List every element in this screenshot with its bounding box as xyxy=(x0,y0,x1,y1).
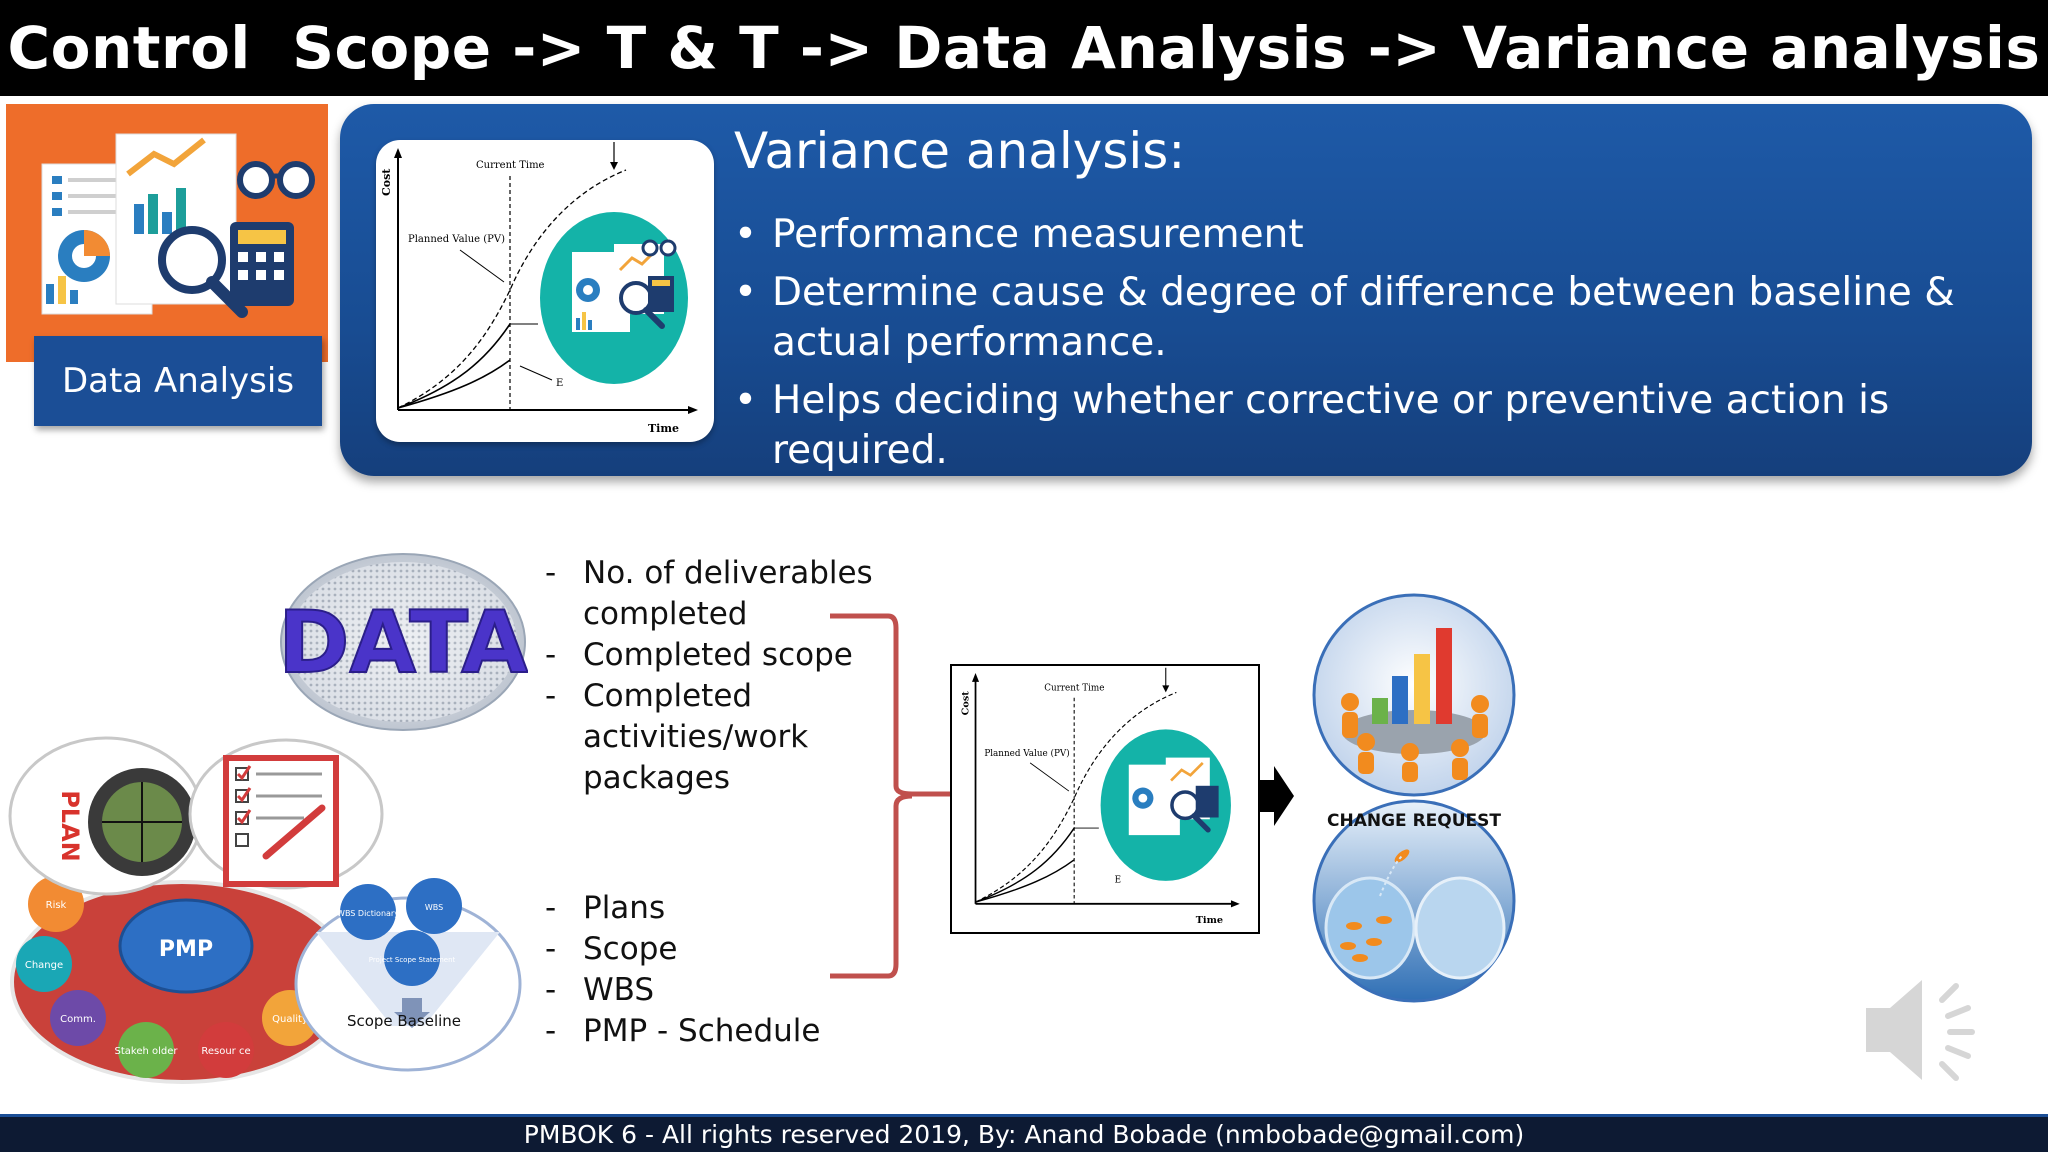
evm-chart-small-graph: Cost Time Current Time Planned Value (PV… xyxy=(960,667,1240,926)
footer-copyright: PMBOK 6 - All rights reserved 2019, By: … xyxy=(0,1114,2048,1152)
input-completed-scope: Completed scope xyxy=(545,635,875,676)
pmp-node-resource: Resour ce xyxy=(201,1046,250,1057)
change-request-label: CHANGE REQUEST xyxy=(1327,811,1501,831)
data-analysis-card xyxy=(6,104,328,362)
small-planned-value-label: Planned Value (PV) xyxy=(984,748,1069,759)
pmp-node-quality: Quality xyxy=(272,1014,308,1025)
planned-value-label: Planned Value (PV) xyxy=(408,234,505,245)
small-current-time-label: Current Time xyxy=(1044,684,1104,694)
scope-baseline-label: Scope Baseline xyxy=(347,1012,461,1030)
input-scope: Scope xyxy=(545,929,875,970)
pmp-node-risk: Risk xyxy=(46,900,67,911)
input-pmp-schedule: PMP - Schedule xyxy=(545,1011,875,1052)
bullet-performance-measurement: Performance measurement xyxy=(734,210,2024,260)
x-axis-label: Time xyxy=(648,422,679,435)
change-request-image: CHANGE REQUEST xyxy=(1312,799,1516,1003)
plan-letters: PLAN xyxy=(56,790,84,862)
evm-chart-card: Cost Time Current Time Planned Value (PV… xyxy=(376,140,714,442)
data-inputs-list: No. of deliverables completed Completed … xyxy=(545,553,875,799)
bullet-determine-cause: Determine cause & degree of difference b… xyxy=(734,268,2024,368)
pmp-center-label: PMP xyxy=(159,937,213,962)
input-plans: Plans xyxy=(545,888,875,929)
data-word: DATA xyxy=(278,593,528,693)
scope-node-wbs-dictionary: WBS Dictionary xyxy=(337,909,399,918)
pmp-node-change: Change xyxy=(25,960,63,971)
small-ev-label-fragment: E xyxy=(1115,876,1121,886)
pmp-node-comm: Comm. xyxy=(60,1014,96,1025)
ev-label-fragment: E xyxy=(556,378,563,389)
brace-connector xyxy=(830,613,950,979)
variance-analysis-bullets: Performance measurement Determine cause … xyxy=(734,210,2024,484)
small-x-axis-label: Time xyxy=(1196,915,1223,926)
actual-cost-curve xyxy=(397,323,511,409)
input-wbs: WBS xyxy=(545,970,875,1011)
small-y-axis-label: Cost xyxy=(960,691,971,716)
bullet-corrective-action: Helps deciding whether corrective or pre… xyxy=(734,376,2024,476)
input-deliverables-completed: No. of deliverables completed xyxy=(545,553,875,635)
evm-chart: Cost Time Current Time Planned Value (PV… xyxy=(380,142,698,435)
input-completed-activities: Completed activities/work packages xyxy=(545,676,875,799)
pmp-cluster-image: PMP Risk Change Comm. Stakeh older Resou… xyxy=(8,736,522,1084)
data-analysis-illustration xyxy=(41,133,315,318)
data-analysis-label: Data Analysis xyxy=(34,336,322,426)
pmp-node-stakeholder: Stakeh older xyxy=(114,1046,178,1057)
team-meeting-image xyxy=(1312,593,1516,797)
current-time-label: Current Time xyxy=(476,160,545,171)
variance-analysis-heading: Variance analysis: xyxy=(734,122,1186,180)
speaker-icon[interactable] xyxy=(1862,970,1992,1090)
earned-value-curve xyxy=(397,359,511,409)
y-axis-label: Cost xyxy=(380,168,393,196)
scope-node-wbs: WBS xyxy=(425,903,443,912)
pmp-center xyxy=(118,898,254,994)
baseline-inputs-list: Plans Scope WBS PMP - Schedule xyxy=(545,888,875,1052)
data-word-image: DATA xyxy=(278,553,528,731)
evm-chart-small: Cost Time Current Time Planned Value (PV… xyxy=(950,664,1260,934)
arrow-right-icon xyxy=(1258,766,1294,826)
slide-title: Control Scope -> T & T -> Data Analysis … xyxy=(0,0,2048,96)
scope-node-project-scope-statement: Project Scope Statement xyxy=(369,956,456,964)
